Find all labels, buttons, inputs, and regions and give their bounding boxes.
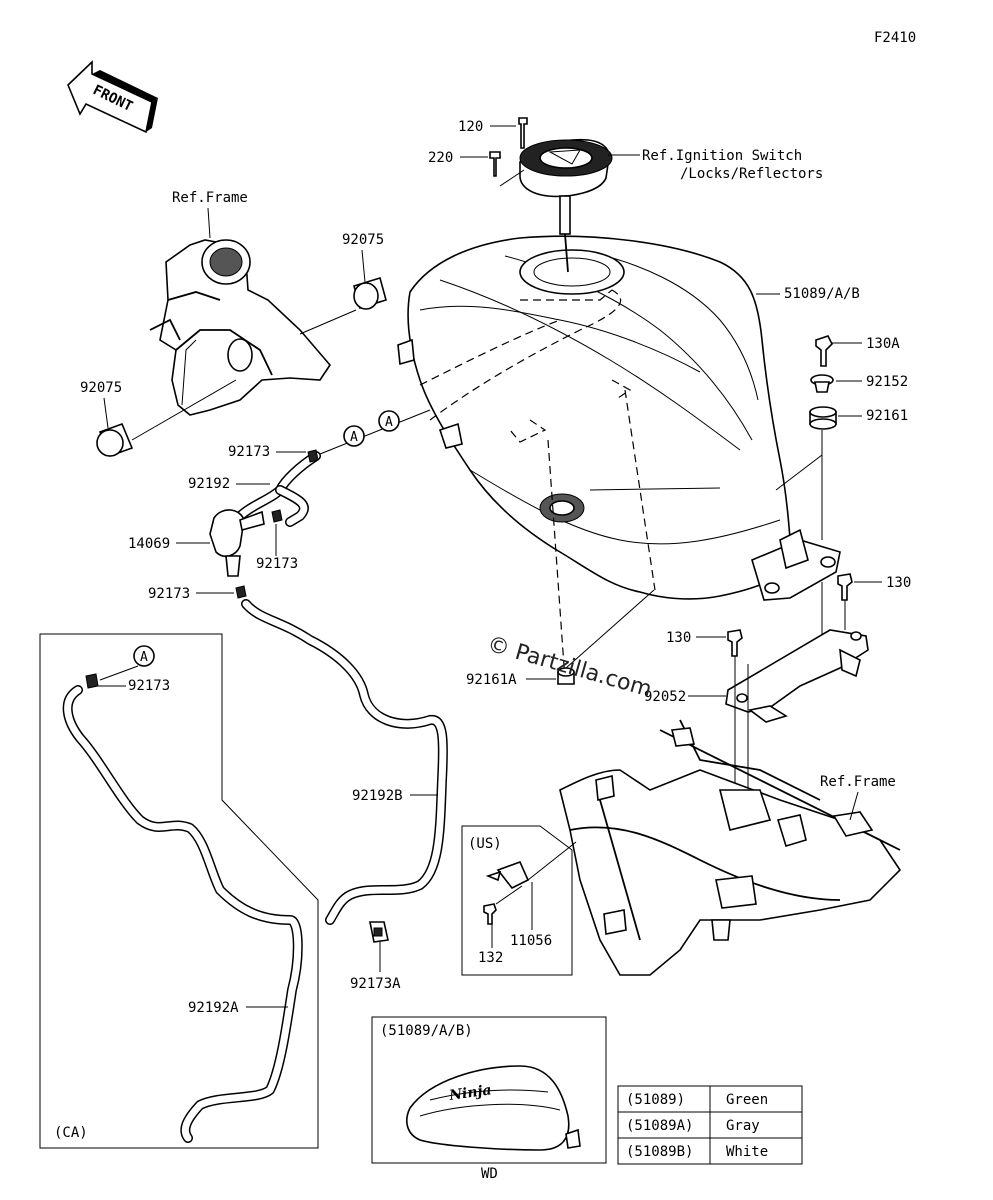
ref-frame-top-label: Ref.Frame [172,190,248,206]
callout-a-2-label: A [350,430,358,445]
color-table-color-1: Gray [726,1118,760,1134]
callout-a-1: A [378,410,400,432]
clip-92173-a [307,449,319,463]
label-11056: 11056 [510,933,552,949]
label-92161: 92161 [866,408,908,424]
tank-logo: Ninja [447,1082,492,1104]
us-tag: (US) [468,836,502,852]
label-92192: 92192 [188,476,230,492]
callout-a-2: A [343,425,365,447]
wd-tag: WD [481,1166,498,1182]
wd-box: Ninja [371,1016,607,1164]
grommet-92161A-icon [557,667,575,685]
label-92161A: 92161A [466,672,517,688]
fuel-cap-drawing [519,138,613,273]
label-92173-c: 92173 [148,586,190,602]
ref-frame-bottom-label: Ref.Frame [820,774,896,790]
color-table: (51089) Green (51089A) Gray (51089B) Whi… [617,1085,803,1165]
color-table-color-0: Green [726,1092,768,1108]
us-box [461,825,577,976]
clip-92173A [369,921,389,943]
color-table-color-2: White [726,1144,768,1160]
bolt-130A-icon [815,335,833,367]
label-120: 120 [458,119,483,135]
watermark: © Partzilla.com [484,632,654,703]
callout-a-ca-label: A [140,650,148,665]
frame-bottom-drawing [559,719,902,976]
label-92173A: 92173A [350,976,401,992]
label-130A: 130A [866,336,900,352]
label-92173-a: 92173 [228,444,270,460]
bolt-130-right-icon [837,573,853,601]
grommet-92161-icon [809,406,837,430]
frame-top-drawing [149,239,332,416]
label-92075-top: 92075 [342,232,384,248]
label-130-right: 130 [886,575,911,591]
ref-ignition-label-2: /Locks/Reflectors [680,166,823,182]
collar-92152-icon [810,374,834,393]
bushing-92075-top [353,276,387,310]
label-92075-left: 92075 [80,380,122,396]
label-220: 220 [428,150,453,166]
clip-92173-b [271,509,283,523]
wd-box-title: (51089/A/B) [380,1023,473,1039]
label-92052: 92052 [644,689,686,705]
color-table-part-0: (51089) [626,1092,685,1108]
ca-tag: (CA) [54,1125,88,1141]
label-51089: 51089/A/B [784,286,860,302]
label-92173-ca: 92173 [128,678,170,694]
label-14069: 14069 [128,536,170,552]
bushing-92075-left [96,422,134,458]
tank-rear-bracket [751,528,841,601]
color-table-part-2: (51089B) [626,1144,693,1160]
front-arrow-icon: FRONT [67,60,158,134]
label-132: 132 [478,950,503,966]
ca-box: A [39,633,319,1149]
label-92152: 92152 [866,374,908,390]
label-130-mid: 130 [666,630,691,646]
hose-92192 [231,451,321,527]
bracket-92052-drawing [725,629,869,723]
color-table-part-1: (51089A) [626,1118,693,1134]
callout-a-1-label: A [385,415,393,430]
bolt-130-mid-icon [727,629,743,657]
filter-14069 [209,509,265,577]
label-92192B: 92192B [352,788,403,804]
figure-code: F2410 [874,30,916,46]
hose-92192B [241,599,448,925]
label-92173-b: 92173 [256,556,298,572]
clip-92173-c [235,585,247,599]
label-92192A: 92192A [188,1000,239,1016]
ref-ignition-label-1: Ref.Ignition Switch [642,148,802,164]
fuel-tank-drawing [397,235,793,681]
